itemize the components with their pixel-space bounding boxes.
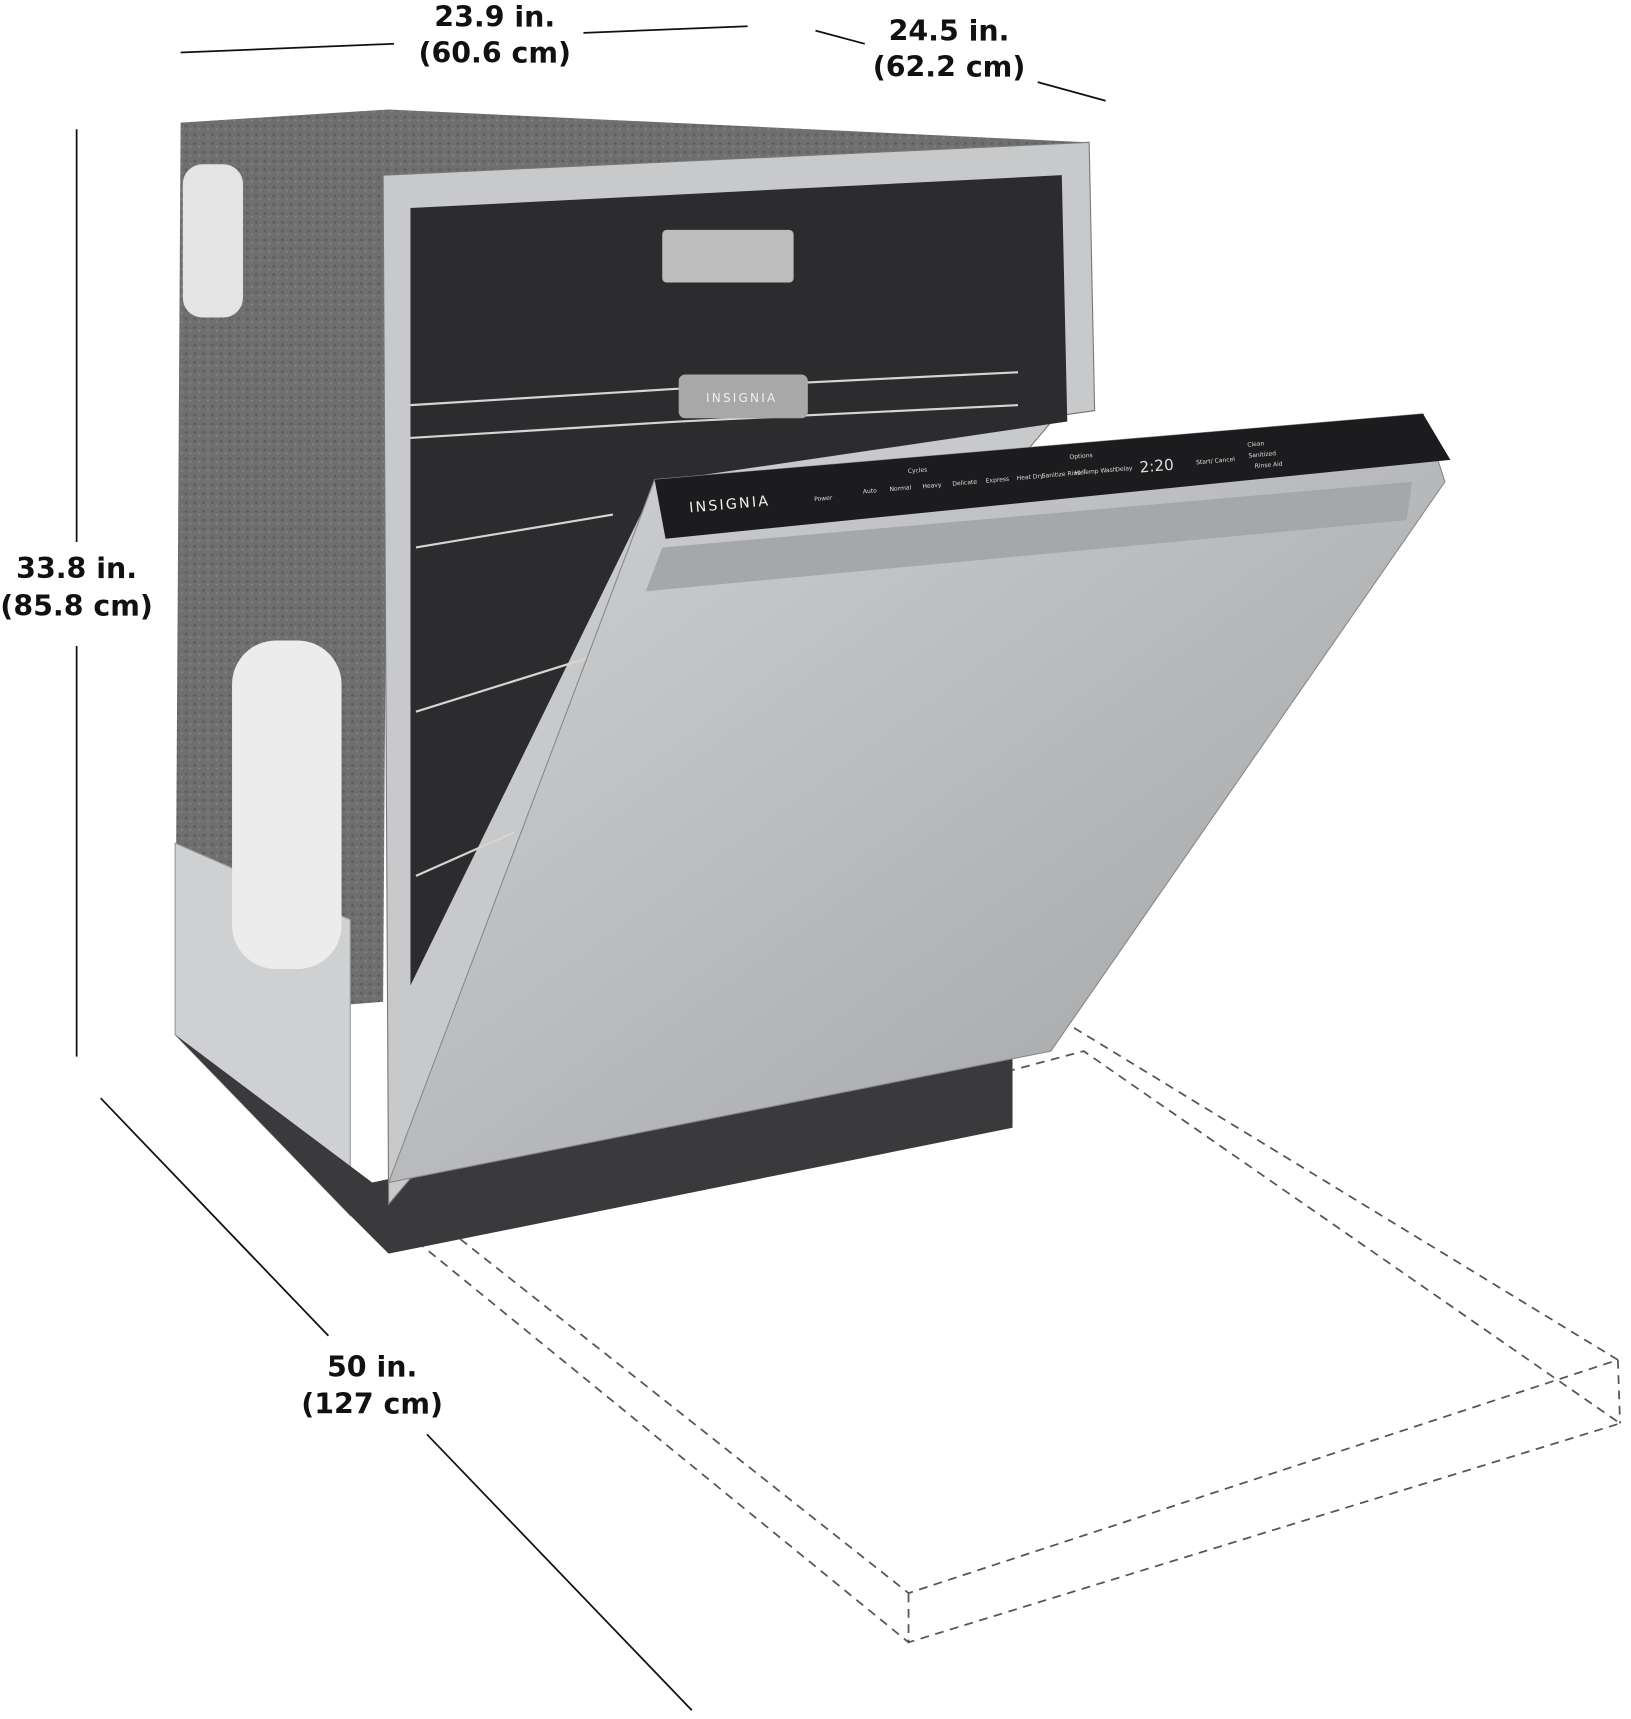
door-open-depth-label: 50 in. <box>327 1350 417 1383</box>
dishwasher: INSIGNIA INSIGNIA Power Cycles Auto Norm… <box>174 109 1451 1254</box>
side-tank <box>232 640 342 969</box>
height-metric-label: (85.8 cm) <box>0 589 153 622</box>
cycle-heavy-button[interactable]: Heavy <box>922 482 942 491</box>
cycle-auto-button[interactable]: Auto <box>863 487 878 495</box>
door-handle <box>645 481 1413 592</box>
options-label: Options <box>1069 452 1093 461</box>
upper-rack-handle <box>678 374 808 419</box>
width-metric-label: (60.6 cm) <box>418 36 571 69</box>
control-panel-labels: Power Cycles Auto Normal Heavy Delicate … <box>814 440 1283 503</box>
depth-metric-label: (62.2 cm) <box>873 51 1026 84</box>
start-cancel-button[interactable]: Start/ Cancel <box>1196 456 1236 466</box>
rinse-aid-indicator: Rinse Aid <box>1254 461 1283 470</box>
height-label: 33.8 in. <box>16 552 137 585</box>
cycle-normal-button[interactable]: Normal <box>889 484 912 493</box>
option-delay-button[interactable]: Delay <box>1115 465 1133 474</box>
depth-label: 24.5 in. <box>889 15 1010 48</box>
clean-indicator: Clean <box>1247 440 1265 448</box>
dimension-lines <box>75 25 1106 1711</box>
sanitized-indicator: Sanitized <box>1248 450 1276 459</box>
door-brand-logo: INSIGNIA <box>689 493 771 516</box>
tub-label <box>662 229 794 283</box>
door-open-depth-metric-label: (127 cm) <box>301 1388 443 1421</box>
cycle-express-button[interactable]: Express <box>985 476 1009 485</box>
cycles-label: Cycles <box>907 466 927 475</box>
base-kick <box>175 1034 1013 1254</box>
option-heat-dry-button[interactable]: Heat Dry <box>1016 473 1044 482</box>
control-panel <box>654 413 1451 539</box>
cycle-delicate-button[interactable]: Delicate <box>952 479 978 488</box>
width-label: 23.9 in. <box>434 0 555 33</box>
option-sanitize-rinse-button[interactable]: Sanitize Rinse <box>1042 469 1085 480</box>
option-hi-temp-wash-button[interactable]: Hi Temp Wash <box>1074 466 1117 477</box>
rack-brand-logo: INSIGNIA <box>706 391 777 405</box>
side-bracket <box>182 164 244 318</box>
time-display: 2:20 <box>1139 456 1175 477</box>
power-button[interactable]: Power <box>814 494 833 503</box>
